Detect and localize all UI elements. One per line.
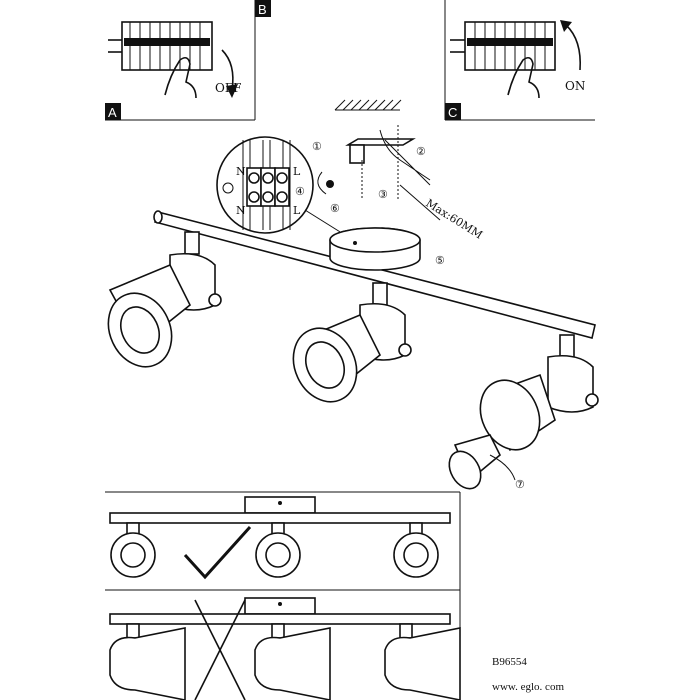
incorrect-orientation [109,623,461,700]
ground-icon [222,182,234,194]
step-5-label: ⑤ [435,254,445,267]
mounting-bracket [317,125,441,221]
step-1-label: ① [312,140,322,153]
step-2-label: ② [416,145,426,158]
off-label: OFF [215,81,242,95]
circuit-breaker-icon [108,21,213,71]
live-label-bottom: L [293,204,301,217]
hand-icon [507,56,540,99]
arrow-up-icon [565,24,582,71]
terminal-block-detail: N N L L [216,136,346,236]
correct-orientation [110,522,439,578]
hand-icon [164,56,197,99]
panel-switch-off: A B OFF [105,0,271,121]
panel-c-badge [445,103,461,120]
panel-a-badge [105,103,121,120]
max-length-label: Max:60MM [423,197,484,242]
panel-a-label: A [108,105,117,120]
spotlight-1 [107,231,222,368]
step-6-label: ⑥ [330,202,340,215]
neutral-label-bottom: N [236,204,246,217]
circuit-breaker-icon [450,21,556,71]
panel-c-label: C [448,105,457,120]
checkmark-icon [183,525,252,580]
neutral-label-top: N [236,165,246,178]
panel-b-badge [255,0,271,17]
spotlight-3 [448,334,599,490]
spotlight-bar [153,210,596,339]
spotlight-2 [292,282,412,403]
live-label-top: L [293,165,301,178]
step-3-label: ③ [378,188,388,201]
cross-icon [194,599,246,700]
model-number: B96554 [492,656,527,668]
orientation-guide [105,491,461,700]
ceiling-hatch-icon [334,99,402,111]
step-4-label: ④ [295,185,305,198]
panel-switch-on: C ON [444,0,595,121]
website-link[interactable]: www. eglo. com [492,681,564,693]
on-label: ON [565,79,585,93]
step-7-label: ⑦ [515,478,525,491]
panel-b-label: B [258,2,267,17]
